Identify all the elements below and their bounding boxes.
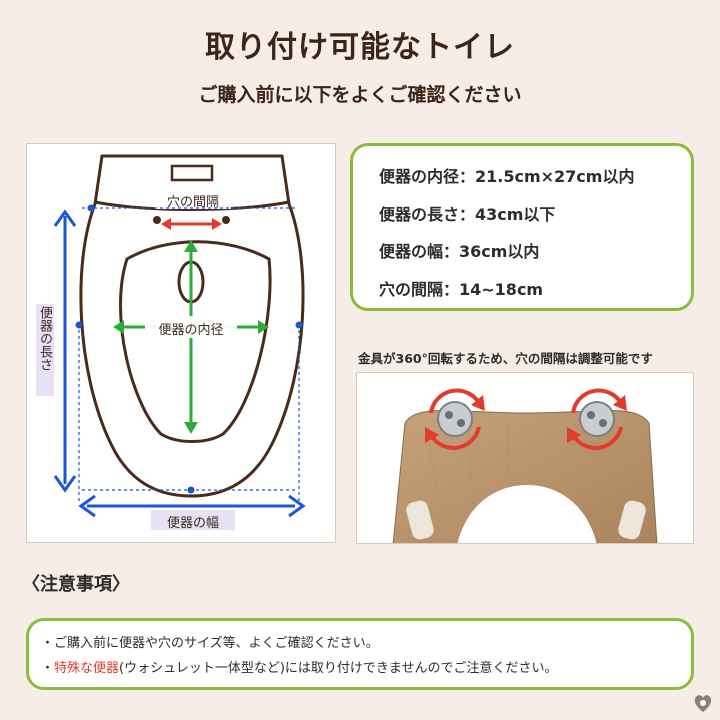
hole-spacing-label: 穴の間隔: [166, 195, 219, 210]
brand-logo-icon: [692, 692, 714, 714]
bolt-hole-right: [222, 216, 230, 224]
width-label: 便器の幅: [166, 516, 219, 531]
length-label: 便器の長さ: [37, 306, 52, 371]
inner-bowl: [119, 240, 272, 443]
spec-inner-diameter: 便器の内径：21.5cm×27cm以内: [379, 167, 635, 186]
page-title: 取り付け可能なトイレ: [205, 30, 515, 65]
spec-width: 便器の幅：36cm以内: [379, 242, 540, 261]
toilet-diagram-svg: [36, 154, 306, 530]
spec-hole-spacing: 穴の間隔：14~18cm: [379, 279, 544, 299]
note-line-1: ・ご購入前に便器や穴のサイズ等、よくご確認ください。: [41, 636, 379, 651]
page-subtitle: ご購入前に以下をよくご確認ください: [198, 84, 522, 106]
notes-heading: 〈注意事項〉: [22, 574, 130, 595]
spec-box: 便器の内径：21.5cm×27cm以内 便器の長さ：43cm以下 便器の幅：36…: [350, 143, 694, 311]
photo-caption: 金具が360°回転するため、穴の間隔は調整可能です: [358, 351, 653, 366]
toilet-diagram: 穴の間隔 便器の内径 便器の長さ 便器の幅: [26, 143, 336, 543]
spec-length: 便器の長さ：43cm以下: [379, 204, 556, 224]
note-line-2: ・特殊な便器(ウォシュレット一体型など)には取り付けできませんのでご注意ください…: [41, 656, 691, 681]
tank-button: [170, 164, 214, 182]
seat-photo-svg: [357, 373, 693, 543]
note-warning-text: 特殊な便器: [54, 661, 120, 676]
bolt-hole-left: [153, 216, 161, 224]
note-bullet: ・: [41, 661, 55, 676]
note-line-2-rest: (ウォシュレット一体型など)には取り付けできませんのでご注意ください。: [119, 661, 558, 676]
notes-box: ・ご購入前に便器や穴のサイズ等、よくご確認ください。 ・特殊な便器(ウォシュレッ…: [26, 618, 694, 690]
inner-diameter-label: 便器の内径: [158, 323, 224, 338]
seat-photo: [356, 372, 694, 544]
